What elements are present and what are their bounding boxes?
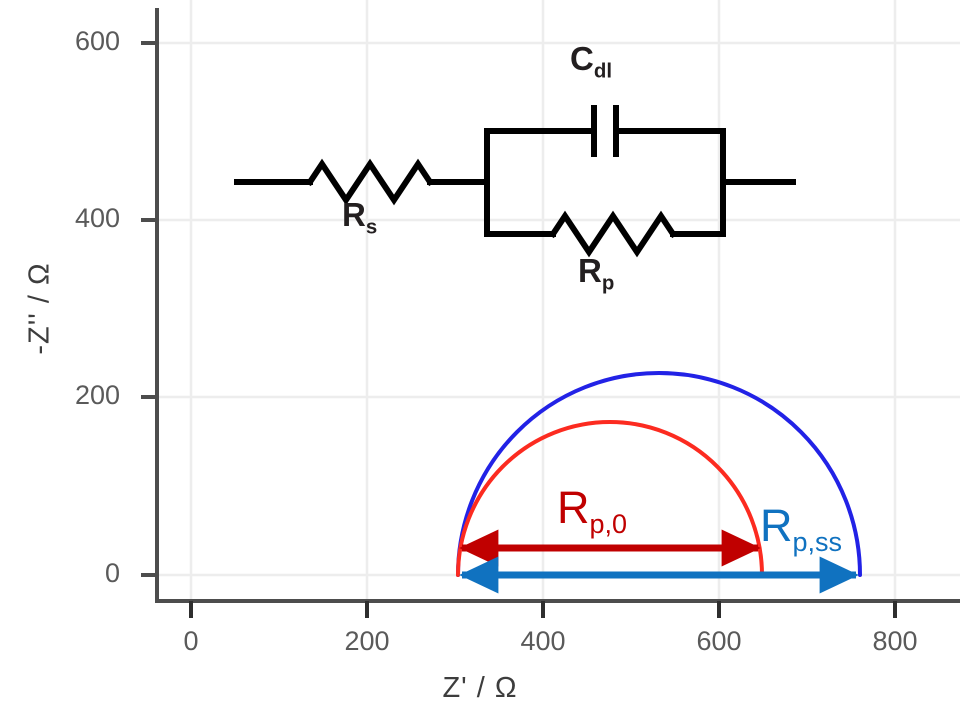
rpss-sub: p,ss — [792, 527, 843, 557]
rs-main: R — [342, 196, 366, 233]
rp-main: R — [578, 252, 602, 289]
rp0-annotation-label: Rp,0 — [557, 482, 627, 540]
circuit-diagram — [234, 105, 796, 258]
rpss-main: R — [760, 500, 793, 551]
parallel-resistor-label: Rp — [578, 252, 614, 296]
xtick-label-600: 600 — [696, 626, 742, 656]
ytick-label-0: 0 — [104, 558, 120, 588]
rp-sub: p — [601, 271, 615, 295]
ytick-label-400: 400 — [74, 203, 120, 233]
grid-lines — [157, 0, 960, 601]
rp0-main: R — [557, 482, 590, 533]
y-axis-title: -Z'' / Ω — [23, 262, 56, 355]
axis-spines — [155, 8, 960, 603]
xtick-label-400: 400 — [520, 626, 566, 656]
xtick-label-200: 200 — [344, 626, 390, 656]
series-resistor-label: Rs — [342, 196, 377, 240]
rp0-sub: p,0 — [589, 509, 628, 539]
series-resistor-zigzag — [305, 158, 435, 206]
curve-rp-0 — [456, 420, 764, 577]
rpss-annotation-label: Rp,ss — [760, 500, 842, 558]
y-axis-ticks — [141, 41, 157, 577]
curve-rp-ss — [456, 371, 862, 577]
parallel-resistor-zigzag — [548, 210, 678, 258]
ytick-label-600: 600 — [74, 26, 120, 56]
xtick-label-0: 0 — [183, 626, 199, 656]
xtick-label-800: 800 — [872, 626, 918, 656]
rs-sub: s — [365, 215, 378, 239]
cdl-main: C — [570, 40, 594, 77]
x-axis-title: Z' / Ω — [442, 672, 518, 704]
cdl-sub: dl — [593, 59, 613, 83]
capacitor-label: Cdl — [570, 40, 612, 84]
ytick-label-200: 200 — [74, 380, 120, 410]
x-axis-ticks — [189, 601, 897, 618]
